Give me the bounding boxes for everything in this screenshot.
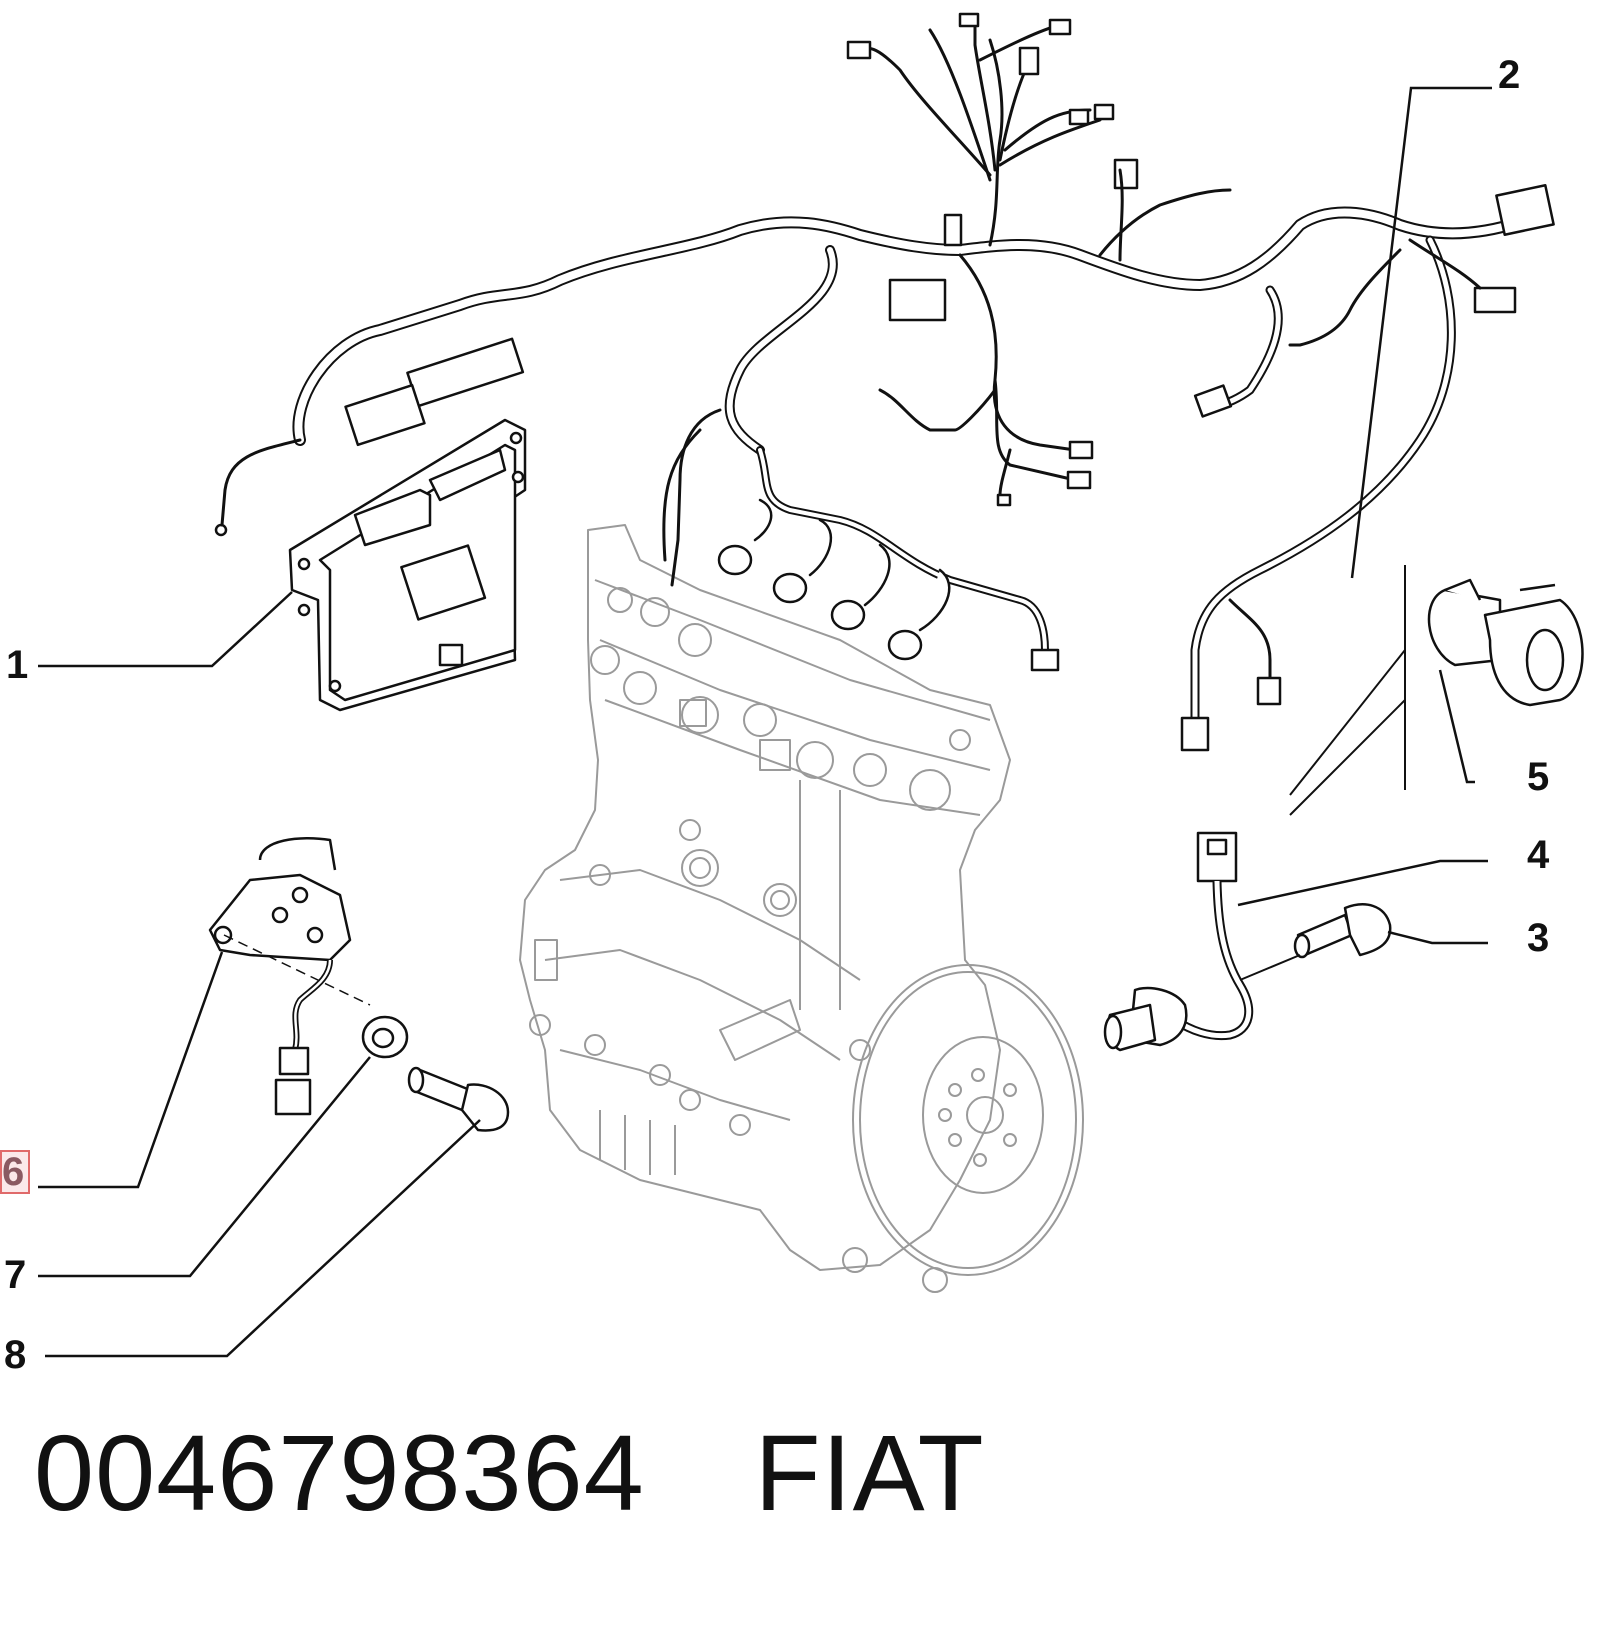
harness-clip	[1427, 578, 1584, 707]
callout-7: 7	[4, 1253, 27, 1297]
leader-7	[38, 1056, 371, 1278]
harness-to-sensor-line	[1239, 954, 1301, 981]
callout-3: 3	[1527, 916, 1550, 960]
leader-3	[1387, 930, 1488, 945]
flywheel	[852, 964, 1084, 1276]
phase-sensor	[208, 836, 371, 1116]
callout-1: 1	[6, 643, 29, 687]
leader-lines	[38, 86, 1492, 1358]
part-number: 0046798364	[34, 1412, 645, 1533]
rpm-sensor	[1103, 831, 1254, 1052]
leader-6	[38, 951, 224, 1189]
leader-8	[45, 1119, 481, 1358]
ecu-control-unit	[288, 418, 527, 712]
callout-5: 5	[1527, 755, 1550, 799]
callout-4: 4	[1527, 833, 1550, 877]
callout-6-highlighted[interactable]: 6	[0, 1150, 31, 1194]
wiring-harness	[214, 12, 1555, 752]
mounting-bolt	[407, 1066, 510, 1132]
callout-8: 8	[4, 1333, 27, 1377]
sensor-bolt	[1293, 903, 1392, 959]
leader-2	[1350, 86, 1492, 579]
leader-4	[1237, 859, 1488, 907]
callout-2: 2	[1498, 53, 1521, 97]
brand-name: FIAT	[754, 1412, 985, 1533]
washer	[361, 1015, 409, 1059]
group-divider	[1289, 565, 1406, 816]
leader-1	[38, 591, 293, 668]
leader-5	[1438, 669, 1475, 784]
engine-block	[519, 524, 1011, 1293]
